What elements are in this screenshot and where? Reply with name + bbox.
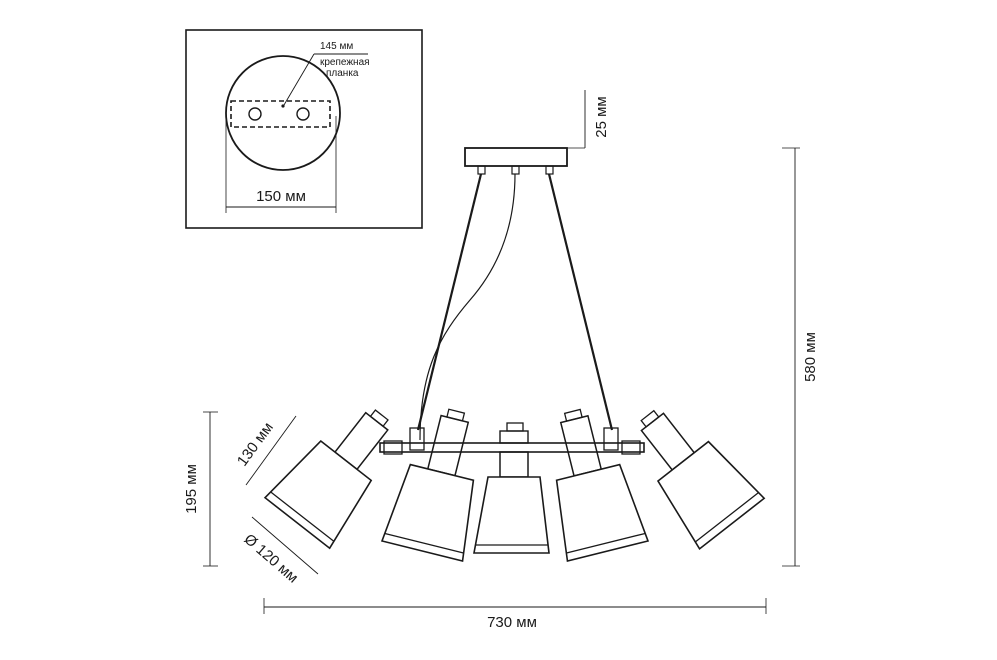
center-point xyxy=(281,104,285,108)
canopy-body xyxy=(464,147,568,167)
lamp-right-inner xyxy=(555,408,650,563)
plate-caption-2: планка xyxy=(326,68,359,79)
shade-height-dimension: 195 мм xyxy=(183,411,218,567)
total-height-dimension: 580 мм xyxy=(782,147,819,567)
total-height-label: 580 мм xyxy=(802,332,819,382)
left-inner-shade-rim xyxy=(384,532,464,554)
total-width-label: 730 мм xyxy=(487,614,537,631)
canopy: 25 мм xyxy=(464,90,610,175)
right-inner-stem xyxy=(559,414,603,477)
inset-width-label: 150 мм xyxy=(256,188,306,205)
lamp-right-outer xyxy=(640,409,766,551)
bar-clamp-left xyxy=(409,427,425,451)
plate-leader xyxy=(283,53,315,106)
suspension-cables xyxy=(416,173,614,441)
shade-diameter-label: Ø 120 мм xyxy=(241,531,302,587)
lamp-center xyxy=(473,422,550,554)
bar-end-left xyxy=(383,440,403,455)
cable-left xyxy=(416,173,483,431)
mounting-hole-right xyxy=(296,107,310,121)
cable-right xyxy=(547,173,614,431)
center-top-cap xyxy=(506,422,524,432)
power-wire xyxy=(419,173,516,441)
canopy-top-view xyxy=(225,55,341,171)
mounting-plate xyxy=(230,100,331,128)
canopy-stud-left xyxy=(477,165,486,175)
lamp-left-inner xyxy=(380,408,475,563)
mounting-inset: 145 мм крепежная планка 150 мм xyxy=(185,29,423,229)
plate-size-label: 145 мм xyxy=(320,41,353,52)
shade-diameter-dim-line xyxy=(251,516,319,575)
left-outer-shade xyxy=(263,439,373,550)
shade-length-dim-line xyxy=(245,415,297,486)
total-width-dimension: 730 мм xyxy=(263,598,767,631)
shade-height-label: 195 мм xyxy=(183,464,200,514)
right-inner-shade-rim xyxy=(566,532,646,554)
left-inner-stem xyxy=(426,414,470,477)
lamp-left-outer xyxy=(263,409,389,550)
bar-clamp-right xyxy=(603,427,619,451)
inset-frame xyxy=(185,29,423,229)
plate-caption-1: крепежная xyxy=(320,57,370,68)
right-outer-shade-rim xyxy=(695,492,759,543)
left-inner-shade xyxy=(380,463,475,563)
left-outer-shade-rim xyxy=(270,491,335,542)
mounting-hole-left xyxy=(248,107,262,121)
center-holder xyxy=(499,430,529,444)
shade-length-label: 130 мм xyxy=(234,419,277,469)
center-stem xyxy=(499,451,529,478)
canopy-stud-mid xyxy=(511,165,520,175)
canopy-height-label: 25 мм xyxy=(593,96,610,137)
center-shade xyxy=(473,476,550,554)
right-outer-shade xyxy=(656,440,766,551)
bar-end-right xyxy=(621,440,641,455)
right-inner-shade xyxy=(555,463,650,563)
canopy-stud-right xyxy=(545,165,554,175)
